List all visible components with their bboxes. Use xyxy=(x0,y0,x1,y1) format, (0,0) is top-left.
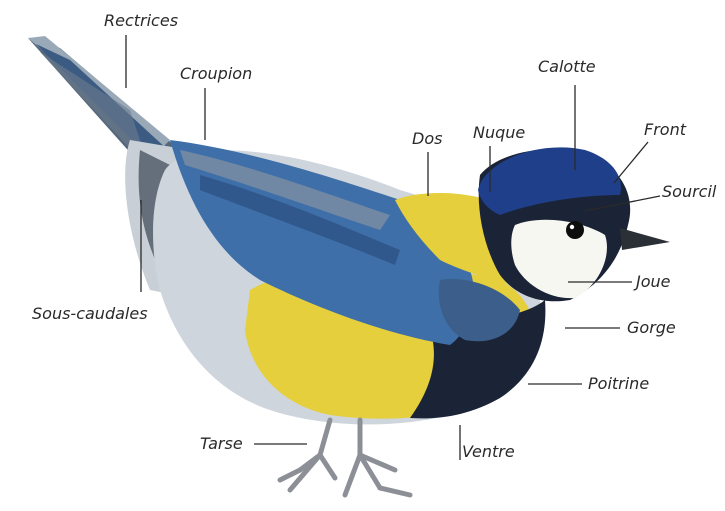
label-gorge: Gorge xyxy=(627,319,676,337)
label-calotte: Calotte xyxy=(538,58,596,76)
label-sourcil: Sourcil xyxy=(662,183,716,201)
eye xyxy=(566,221,584,239)
label-dos: Dos xyxy=(412,130,442,148)
beak xyxy=(620,228,670,250)
legs xyxy=(280,420,410,495)
label-front: Front xyxy=(644,121,686,139)
label-croupion: Croupion xyxy=(180,65,252,83)
label-ventre: Ventre xyxy=(462,443,515,461)
label-nuque: Nuque xyxy=(473,124,525,142)
leader-front xyxy=(614,142,648,183)
label-poitrine: Poitrine xyxy=(588,375,649,393)
label-sous-caudales: Sous-caudales xyxy=(32,305,148,323)
label-joue: Joue xyxy=(636,273,671,291)
label-rectrices: Rectrices xyxy=(104,12,178,30)
label-tarse: Tarse xyxy=(200,435,243,453)
